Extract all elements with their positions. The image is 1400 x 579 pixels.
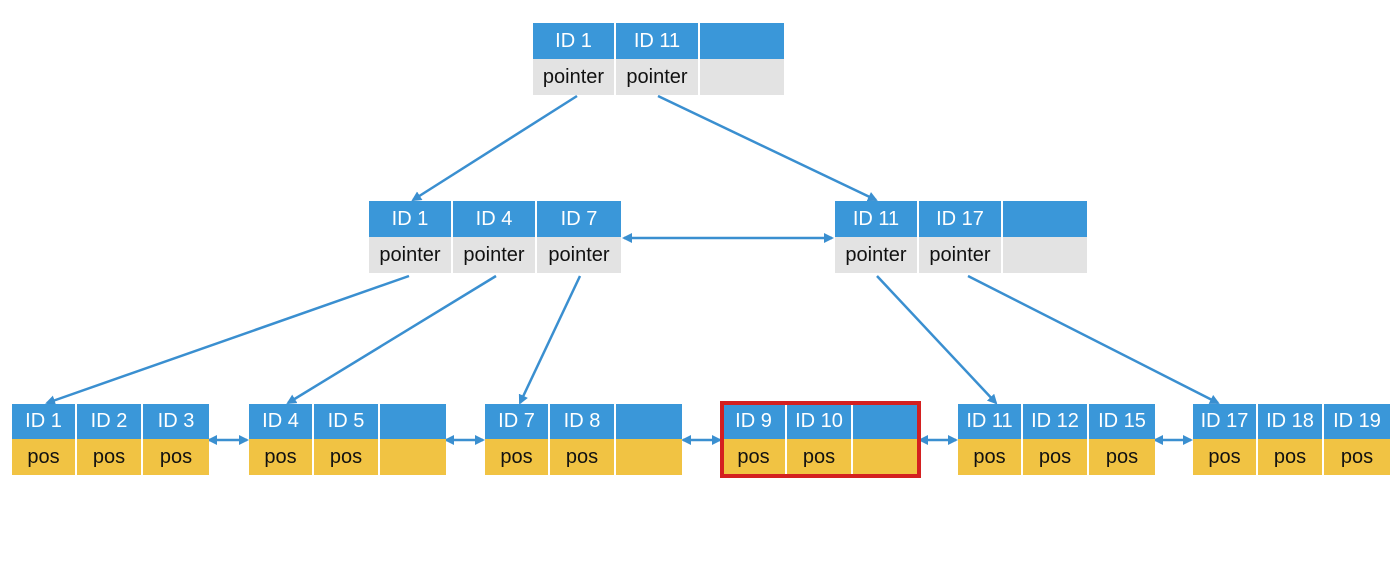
key-cell: ID 1 (12, 404, 77, 439)
child-pointer-edge (876, 275, 998, 405)
key-cell: ID 8 (550, 404, 616, 439)
key-cell: ID 10 (787, 404, 853, 439)
key-cell: ID 2 (77, 404, 143, 439)
key-cell: ID 4 (453, 201, 537, 237)
child-pointer-edge (518, 275, 582, 405)
pointer-cell: pointer (835, 237, 919, 273)
pos-cell: pos (787, 439, 853, 475)
pos-cell: pos (722, 439, 787, 475)
key-cell: ID 17 (919, 201, 1003, 237)
pointer-cell: pointer (919, 237, 1003, 273)
pointer-cell: pointer (537, 237, 621, 273)
key-cell: ID 7 (537, 201, 621, 237)
key-cell: ID 9 (722, 404, 787, 439)
pos-cell: pos (1324, 439, 1390, 475)
key-cell: ID 12 (1023, 404, 1089, 439)
pos-cell: pos (77, 439, 143, 475)
pos-cell: pos (485, 439, 550, 475)
key-cell (1003, 201, 1087, 237)
child-pointer-edge (411, 94, 578, 202)
pos-cell: pos (1089, 439, 1155, 475)
child-pointer-edge (967, 274, 1220, 405)
key-cell: ID 11 (835, 201, 919, 237)
key-cell (380, 404, 446, 439)
key-cell: ID 19 (1324, 404, 1390, 439)
pos-cell: pos (1023, 439, 1089, 475)
pos-cell: pos (249, 439, 314, 475)
pointer-cell: pointer (616, 59, 700, 95)
pos-cell: pos (1193, 439, 1258, 475)
pos-cell: pos (314, 439, 380, 475)
pointer-cell (700, 59, 784, 95)
key-cell: ID 17 (1193, 404, 1258, 439)
key-cell: ID 1 (533, 23, 616, 59)
key-cell: ID 4 (249, 404, 314, 439)
pos-cell: pos (143, 439, 209, 475)
pos-cell: pos (1258, 439, 1324, 475)
pointer-cell: pointer (533, 59, 616, 95)
key-cell: ID 1 (369, 201, 453, 237)
key-cell: ID 3 (143, 404, 209, 439)
pos-cell (616, 439, 682, 475)
child-pointer-edge (657, 94, 878, 202)
pos-cell: pos (12, 439, 77, 475)
pos-cell (380, 439, 446, 475)
pos-cell: pos (958, 439, 1023, 475)
pos-cell: pos (550, 439, 616, 475)
child-pointer-edge (286, 274, 497, 405)
pointer-cell: pointer (453, 237, 537, 273)
key-cell: ID 15 (1089, 404, 1155, 439)
key-cell (853, 404, 919, 439)
key-cell: ID 5 (314, 404, 380, 439)
child-pointer-edge (45, 274, 410, 406)
key-cell: ID 7 (485, 404, 550, 439)
key-cell (700, 23, 784, 59)
key-cell: ID 11 (616, 23, 700, 59)
key-cell: ID 18 (1258, 404, 1324, 439)
pos-cell (853, 439, 919, 475)
pointer-cell: pointer (369, 237, 453, 273)
key-cell: ID 11 (958, 404, 1023, 439)
key-cell (616, 404, 682, 439)
pointer-cell (1003, 237, 1087, 273)
